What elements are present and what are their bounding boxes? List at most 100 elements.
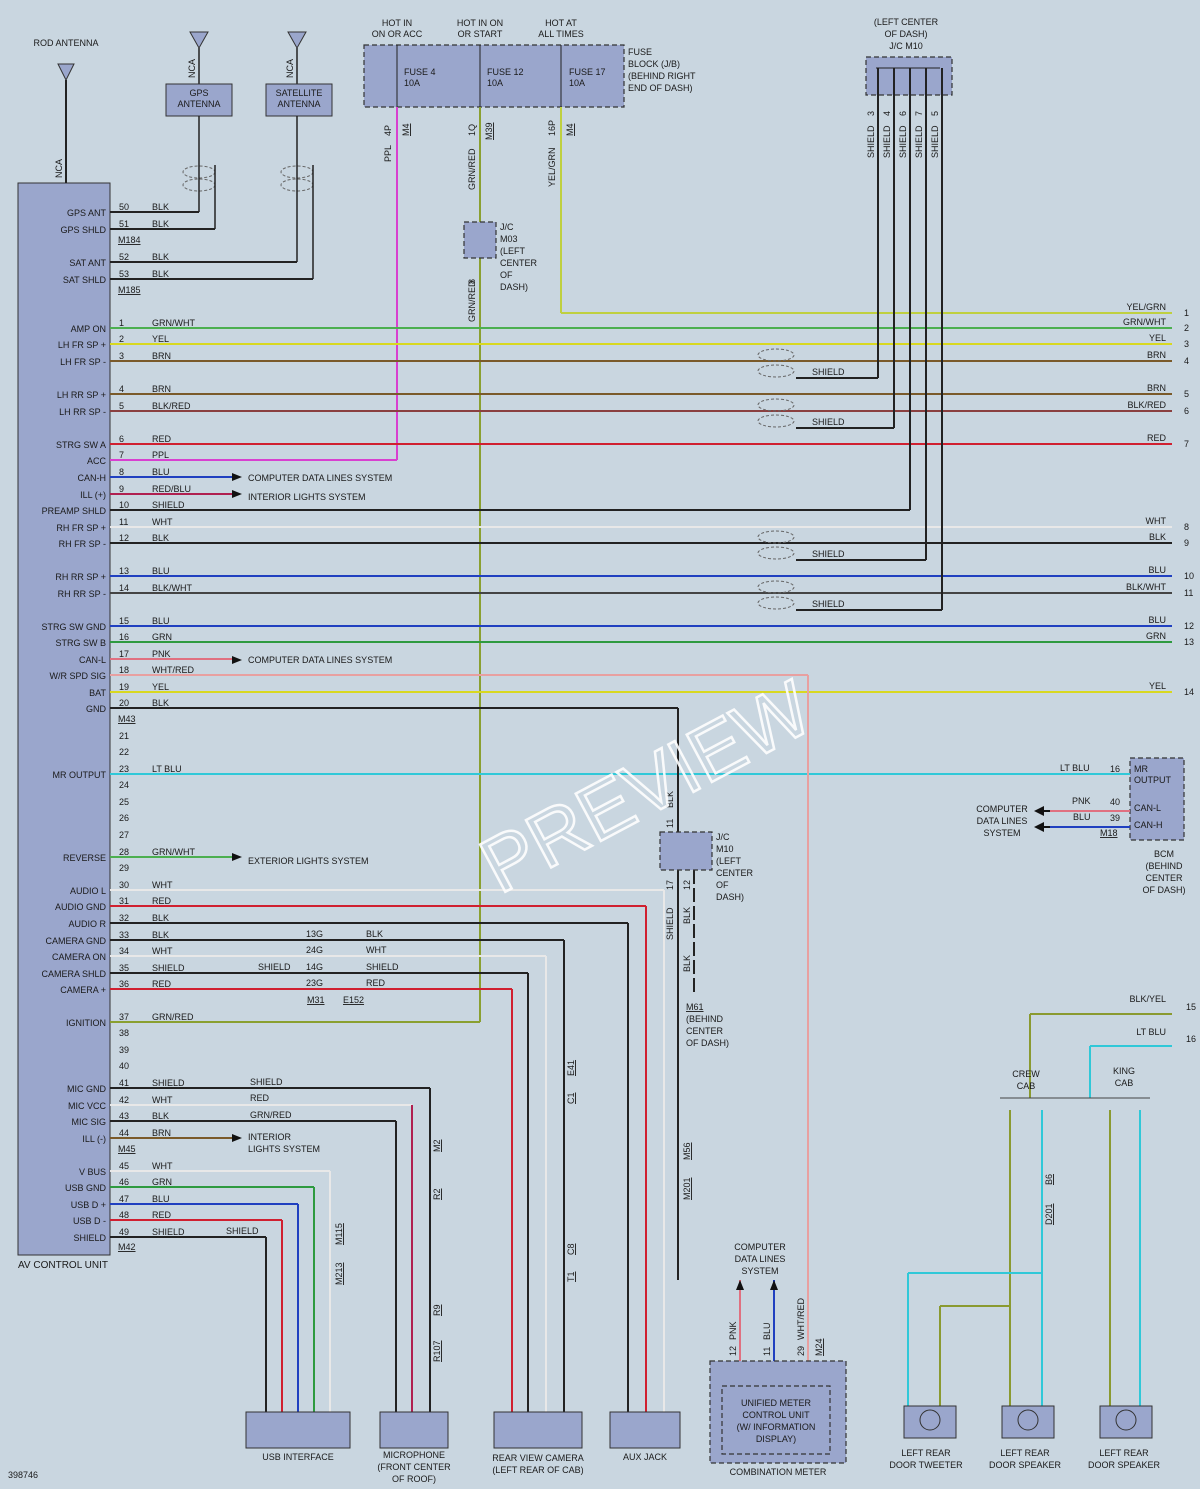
- av-pin-number: 5: [119, 401, 124, 411]
- av-pin-name: MIC VCC: [68, 1101, 107, 1111]
- right-wire-number: 6: [1184, 406, 1189, 416]
- cab-wire-ltblu: LT BLU: [1136, 1027, 1166, 1037]
- av-pin-name: V BUS: [79, 1167, 106, 1177]
- av-wire-color: WHT: [152, 517, 173, 527]
- av-pin-number: 7: [119, 450, 124, 460]
- conn-m115: M115: [334, 1223, 344, 1245]
- av-wire-color: RED: [152, 896, 172, 906]
- av-pin-number: 33: [119, 930, 129, 940]
- right-wire-number: 1: [1184, 308, 1189, 318]
- av-pin-name: CAMERA +: [60, 985, 106, 995]
- meter-pin: 12: [728, 1346, 738, 1356]
- av-pin-number: 6: [119, 434, 124, 444]
- cam-wire-wht: WHT: [366, 945, 387, 955]
- av-wire-color: BLU: [152, 1194, 170, 1204]
- av-wire-color: BLK: [152, 252, 169, 262]
- usb-interface-label: USB INTERFACE: [262, 1452, 334, 1462]
- conn-r9: R9: [432, 1304, 442, 1316]
- av-pin-name: MIC SIG: [71, 1117, 106, 1127]
- sat-nca-label: NCA: [285, 59, 295, 78]
- conn-m56: M56: [682, 1142, 692, 1160]
- wire-ppl-label: PPL: [383, 145, 393, 162]
- shield-label: SHIELD: [812, 417, 845, 427]
- shield-label: SHIELD: [812, 549, 845, 559]
- jc-m10-top-pin: 3: [866, 111, 876, 116]
- system-arrows: COMPUTER DATA LINES SYSTEM INTERIOR LIGH…: [232, 473, 392, 1154]
- av-pin-number: 45: [119, 1161, 129, 1171]
- rod-nca-label: NCA: [54, 159, 64, 178]
- av-pin-number: 41: [119, 1078, 129, 1088]
- rod-antenna-label: ROD ANTENNA: [33, 38, 98, 48]
- av-pin-number: 35: [119, 963, 129, 973]
- combination-meter-label: COMBINATION METER: [730, 1467, 827, 1477]
- conn-m24: M24: [814, 1338, 824, 1356]
- av-pin-number: 4: [119, 384, 124, 394]
- conn-e152: E152: [343, 995, 364, 1005]
- av-pin-number: 36: [119, 979, 129, 989]
- conn-r2: R2: [432, 1188, 442, 1200]
- jc-m10b-pin-12: 12: [682, 880, 692, 890]
- wire-yelgrn-label: YEL/GRN: [547, 147, 557, 187]
- av-pin-number: 15: [119, 616, 129, 626]
- mic-wht-label: RED: [250, 1093, 270, 1103]
- av-pin-name: ILL (-): [82, 1134, 106, 1144]
- av-wire-color: WHT: [152, 946, 173, 956]
- av-pin-name: CAN-L: [79, 655, 106, 665]
- bcm-wire-pnk: PNK: [1072, 796, 1091, 806]
- av-pin-number: 17: [119, 649, 129, 659]
- av-pin-number: 38: [119, 1028, 129, 1038]
- av-pin-name: GPS ANT: [67, 208, 107, 218]
- connector-m42: M42: [118, 1242, 136, 1252]
- av-pin-name: AUDIO L: [70, 886, 106, 896]
- av-pin-number: 30: [119, 880, 129, 890]
- fuse-conn-m4a: M4: [401, 123, 411, 136]
- conn-m201: M201: [682, 1177, 692, 1200]
- wire-grnred-label: GRN/RED: [467, 148, 477, 190]
- av-wire-color: GRN: [152, 1177, 172, 1187]
- right-wire-number: 5: [1184, 389, 1189, 399]
- av-wire-color: YEL: [152, 682, 169, 692]
- av-pin-name: W/R SPD SIG: [49, 671, 106, 681]
- av-pin-number: 9: [119, 484, 124, 494]
- shield-label: SHIELD: [812, 599, 845, 609]
- av-wire-color: BRN: [152, 384, 171, 394]
- fuse-4-amp: 10A: [404, 78, 420, 88]
- meter-pin: 29: [796, 1346, 806, 1356]
- av-wire-color: LT BLU: [152, 764, 182, 774]
- fuse-conn-m39: M39: [484, 122, 494, 140]
- av-pin-number: 27: [119, 830, 129, 840]
- jc-m10-top-pin: 4: [882, 111, 892, 116]
- connector-m185: M185: [118, 285, 141, 295]
- right-wire-color: YEL: [1149, 333, 1166, 343]
- av-wire-color: SHIELD: [152, 963, 185, 973]
- right-wire-color: YEL/GRN: [1126, 302, 1166, 312]
- cam-wire-shield: SHIELD: [366, 962, 399, 972]
- av-wire-color: BLK: [152, 533, 169, 543]
- av-pin-number: 47: [119, 1194, 129, 1204]
- jc-m10-top-pin: 7: [914, 111, 924, 116]
- right-wire-color: YEL: [1149, 681, 1166, 691]
- jc-m10b-pin-11: 11: [665, 819, 675, 828]
- av-wire-color: BLK: [152, 1111, 169, 1121]
- av-pin-number: 28: [119, 847, 129, 857]
- right-wire-number: 13: [1184, 637, 1194, 647]
- conn-m213: M213: [334, 1262, 344, 1285]
- bcm-conn: M18: [1100, 828, 1118, 838]
- right-wire-number: 14: [1184, 687, 1194, 697]
- right-wire-color: WHT: [1146, 516, 1167, 526]
- av-pin-number: 2: [119, 334, 124, 344]
- meter-pin: 11: [762, 1347, 772, 1356]
- right-wire-color: BLK/RED: [1127, 400, 1166, 410]
